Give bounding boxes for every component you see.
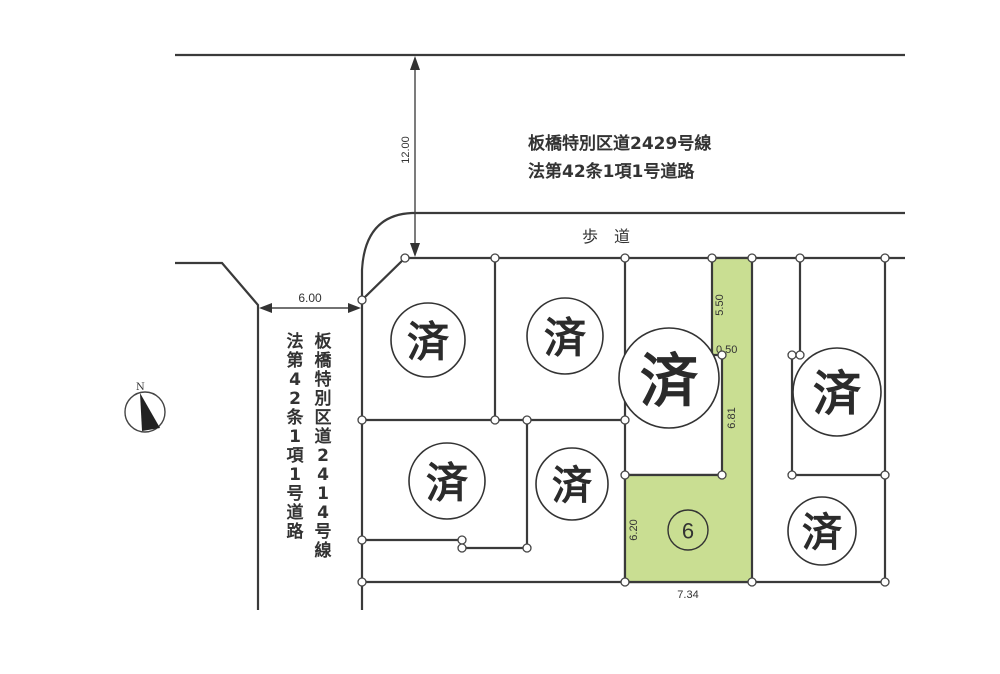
sold-stamp-lot-d: 済 bbox=[408, 442, 486, 520]
west-road-edge bbox=[175, 261, 260, 610]
svg-text:済: 済 bbox=[544, 314, 587, 363]
boundary-markers bbox=[357, 253, 890, 587]
svg-text:済: 済 bbox=[426, 459, 469, 508]
dimension-west-road: 6.00 bbox=[259, 291, 361, 313]
svg-text:N: N bbox=[136, 382, 145, 393]
svg-text:済: 済 bbox=[813, 366, 862, 422]
sold-stamp-lot-a: 済 bbox=[390, 302, 466, 378]
sold-stamp-lot-b: 済 bbox=[526, 297, 604, 375]
dim-stripe-lower: 6.81 bbox=[726, 407, 738, 428]
svg-text:済: 済 bbox=[407, 318, 450, 367]
west-road-class: 法第42条1項1号道路 bbox=[286, 332, 304, 542]
sold-stamp-lot-f: 済 bbox=[792, 347, 882, 437]
sold-stamp-lot-c: 済 bbox=[618, 327, 720, 429]
dim-lot6-left: 6.20 bbox=[628, 519, 640, 540]
sold-stamp-lot-g: 済 bbox=[787, 496, 857, 566]
dimension-north-road: 12.00 bbox=[400, 56, 420, 257]
lot-6-number[interactable]: 6 bbox=[667, 509, 709, 551]
svg-text:6.00: 6.00 bbox=[298, 291, 322, 305]
north-road-class: 法第42条1項1号道路 bbox=[528, 161, 695, 182]
west-road-name: 板橋特別区道2414号線 bbox=[314, 332, 332, 561]
svg-text:済: 済 bbox=[552, 463, 593, 509]
dim-stripe-top: 5.50 bbox=[714, 294, 726, 315]
svg-text:済: 済 bbox=[640, 347, 699, 415]
svg-text:12.00: 12.00 bbox=[400, 136, 412, 164]
north-road-name: 板橋特別区道2429号線 bbox=[528, 133, 711, 154]
dim-lot6-bottom: 7.34 bbox=[677, 589, 698, 601]
svg-text:済: 済 bbox=[802, 510, 843, 556]
lots-top-boundary bbox=[360, 256, 905, 610]
sold-stamp-lot-e: 済 bbox=[535, 447, 609, 521]
sidewalk-edge bbox=[360, 211, 905, 300]
north-compass-icon: N bbox=[124, 382, 166, 433]
svg-text:6: 6 bbox=[682, 519, 694, 544]
sidewalk-label: 歩 道 bbox=[582, 227, 630, 246]
